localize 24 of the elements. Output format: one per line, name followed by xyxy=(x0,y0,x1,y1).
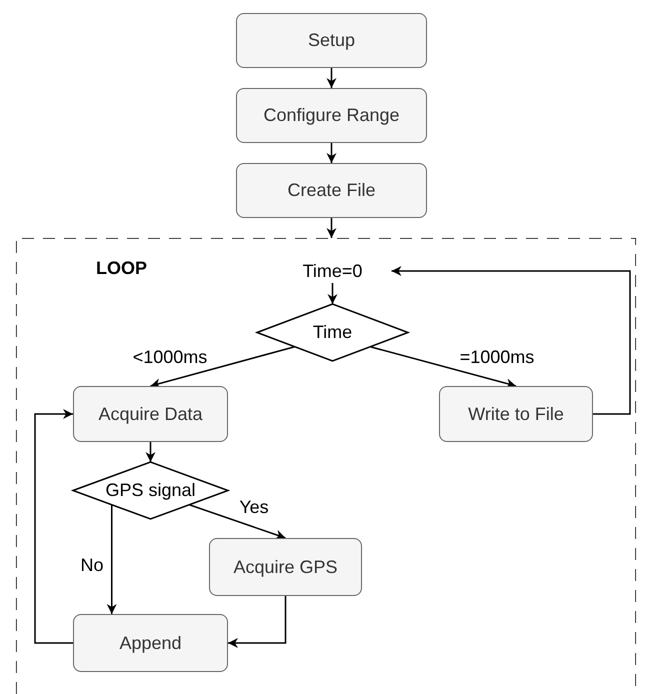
arrow xyxy=(228,596,286,648)
arrow xyxy=(328,283,338,304)
process-box: Configure Range xyxy=(236,88,427,143)
process-box: Write to File xyxy=(439,386,593,442)
process-box: Acquire GPS xyxy=(209,538,362,596)
loop-region xyxy=(16,238,636,694)
process-box: Append xyxy=(73,614,228,672)
region-label: LOOP xyxy=(96,258,148,279)
arrow xyxy=(370,346,516,388)
decision-diamond: Time xyxy=(257,304,408,361)
arrow xyxy=(34,409,73,644)
arrow xyxy=(326,143,336,163)
arrow xyxy=(146,442,156,462)
process-box: Create File xyxy=(236,163,427,218)
decision-diamond: GPS signal xyxy=(73,462,228,519)
arrow xyxy=(189,504,286,540)
arrow xyxy=(392,266,631,415)
arrow xyxy=(150,346,295,388)
start-label: Time=0 xyxy=(288,258,378,284)
process-box: Setup xyxy=(236,13,427,68)
process-box: Acquire Data xyxy=(73,386,228,442)
arrow xyxy=(106,504,117,614)
arrow xyxy=(326,218,336,238)
arrow xyxy=(326,68,336,88)
